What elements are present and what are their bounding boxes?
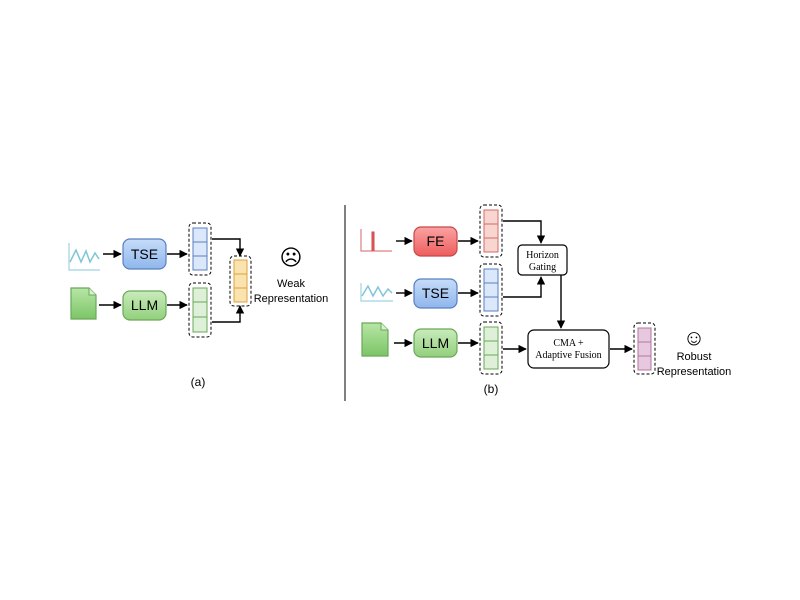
output-embedding-vector <box>633 322 656 375</box>
smile-face-icon: ☺ <box>683 325 705 350</box>
arrow-llm-vector-to-concat <box>212 305 245 323</box>
llm-label: LLM <box>131 297 158 313</box>
arrow-tse-vector-to-gating <box>503 276 546 298</box>
spike-signal-icon <box>360 229 392 252</box>
outcome-label-line1-b: Robust <box>677 351 712 363</box>
concat-embedding-vector <box>229 255 252 307</box>
llm-block-b: LLM <box>413 328 458 358</box>
arrow-tse-vector-to-concat <box>212 238 245 257</box>
tse-block-b: TSE <box>413 278 458 309</box>
fe-label: FE <box>427 233 445 249</box>
horizon-gating-block: Horizon Gating <box>517 244 568 276</box>
outcome-label-line2-b: Representation <box>657 366 732 378</box>
document-icon-b <box>361 322 389 357</box>
sad-face-icon: ☹ <box>280 245 303 270</box>
timeseries-wave-icon <box>68 243 100 271</box>
timeseries-wave-icon-b <box>360 283 393 302</box>
tse-block: TSE <box>122 238 167 270</box>
document-icon <box>70 287 97 320</box>
tse-embedding-vector <box>188 222 212 276</box>
outcome-label-line1: Weak <box>277 278 305 290</box>
panel-b: FE TSE <box>360 204 732 396</box>
arrow-fe-vector-to-gating <box>503 220 546 244</box>
tse-label: TSE <box>131 246 158 262</box>
cma-adaptive-fusion-block: CMA + Adaptive Fusion <box>527 329 610 369</box>
outcome-label-line2: Representation <box>254 293 329 305</box>
panel-a: TSE LLM <box>68 222 329 389</box>
llm-label-b: LLM <box>422 335 449 351</box>
panel-b-caption: (b) <box>484 382 499 396</box>
tse-embedding-vector-b <box>479 263 503 317</box>
fusion-label-line1: CMA + <box>553 338 584 349</box>
panel-a-caption: (a) <box>191 375 206 389</box>
llm-embedding-vector <box>188 282 212 338</box>
tse-label-b: TSE <box>422 285 449 301</box>
llm-embedding-vector-b <box>479 321 503 375</box>
gating-label-line1: Horizon <box>526 250 559 261</box>
gating-label-line2: Gating <box>529 262 556 273</box>
llm-block: LLM <box>122 290 167 321</box>
fusion-label-line2: Adaptive Fusion <box>535 350 601 361</box>
fe-block: FE <box>413 226 458 257</box>
fe-embedding-vector <box>479 204 503 258</box>
